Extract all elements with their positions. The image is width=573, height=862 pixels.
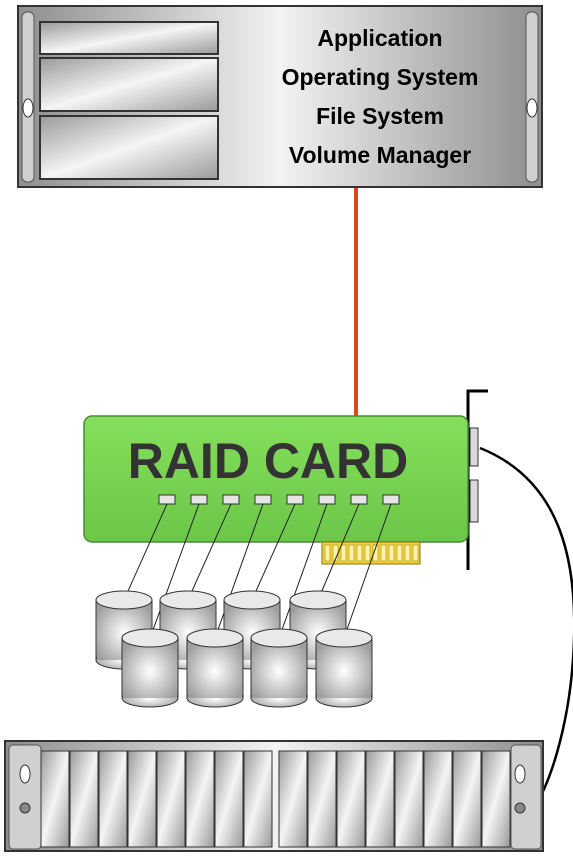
array-drive-bay: [98, 750, 128, 848]
layer-application: Application: [317, 25, 442, 51]
server-drive-bay: [39, 21, 219, 55]
array-drive-bay: [214, 750, 244, 848]
edge-connector: [321, 541, 421, 565]
array-drive-bay: [423, 750, 453, 848]
array-drive-bays: [40, 750, 511, 848]
array-drive-bay: [307, 750, 337, 848]
layer-volume-manager: Volume Manager: [289, 142, 471, 168]
server-drive-bay: [39, 115, 219, 180]
disk-cable: [278, 503, 328, 639]
disk-cable: [251, 503, 296, 601]
disk-drive: [186, 628, 244, 708]
disk-cable: [187, 503, 232, 601]
server: Application Operating System File System…: [17, 5, 543, 188]
raid-port: [254, 494, 272, 505]
array-drive-bay: [69, 750, 99, 848]
layer-operating-system: Operating System: [282, 64, 479, 90]
layer-file-system: File System: [316, 103, 444, 129]
disk-cable: [317, 503, 360, 601]
disk-drive: [121, 628, 179, 708]
raid-card-label: RAID CARD: [128, 433, 409, 489]
raid-port: [222, 494, 240, 505]
array-drive-bay: [365, 750, 395, 848]
external-cable: [479, 446, 573, 809]
array-drive-bay: [40, 750, 70, 848]
array-drive-bay: [452, 750, 482, 848]
array-drive-bay: [481, 750, 511, 848]
array-drive-bay: [336, 750, 366, 848]
disk-group: [95, 590, 373, 708]
disk-drive: [315, 628, 373, 708]
disk-drive: [250, 628, 308, 708]
array-drive-bay: [278, 750, 308, 848]
raid-card: RAID CARD: [83, 415, 469, 565]
raid-port: [286, 494, 304, 505]
disk-cable: [123, 503, 168, 601]
array-drive-bay: [394, 750, 424, 848]
disk-cable: [343, 503, 392, 639]
disk-cable: [149, 503, 200, 639]
server-drive-bay: [39, 57, 219, 112]
disk-cable: [214, 503, 264, 639]
raid-port: [350, 494, 368, 505]
array-drive-bay: [156, 750, 186, 848]
storage-array: [4, 740, 544, 852]
array-drive-bay: [243, 750, 273, 848]
array-drive-bay: [185, 750, 215, 848]
disk-cables: [123, 503, 392, 639]
array-drive-bay: [127, 750, 157, 848]
raid-port: [158, 494, 176, 505]
raid-port: [190, 494, 208, 505]
raid-port: [382, 494, 400, 505]
raid-port: [318, 494, 336, 505]
raid-card-ports: [158, 494, 400, 505]
card-bracket: [466, 389, 488, 570]
